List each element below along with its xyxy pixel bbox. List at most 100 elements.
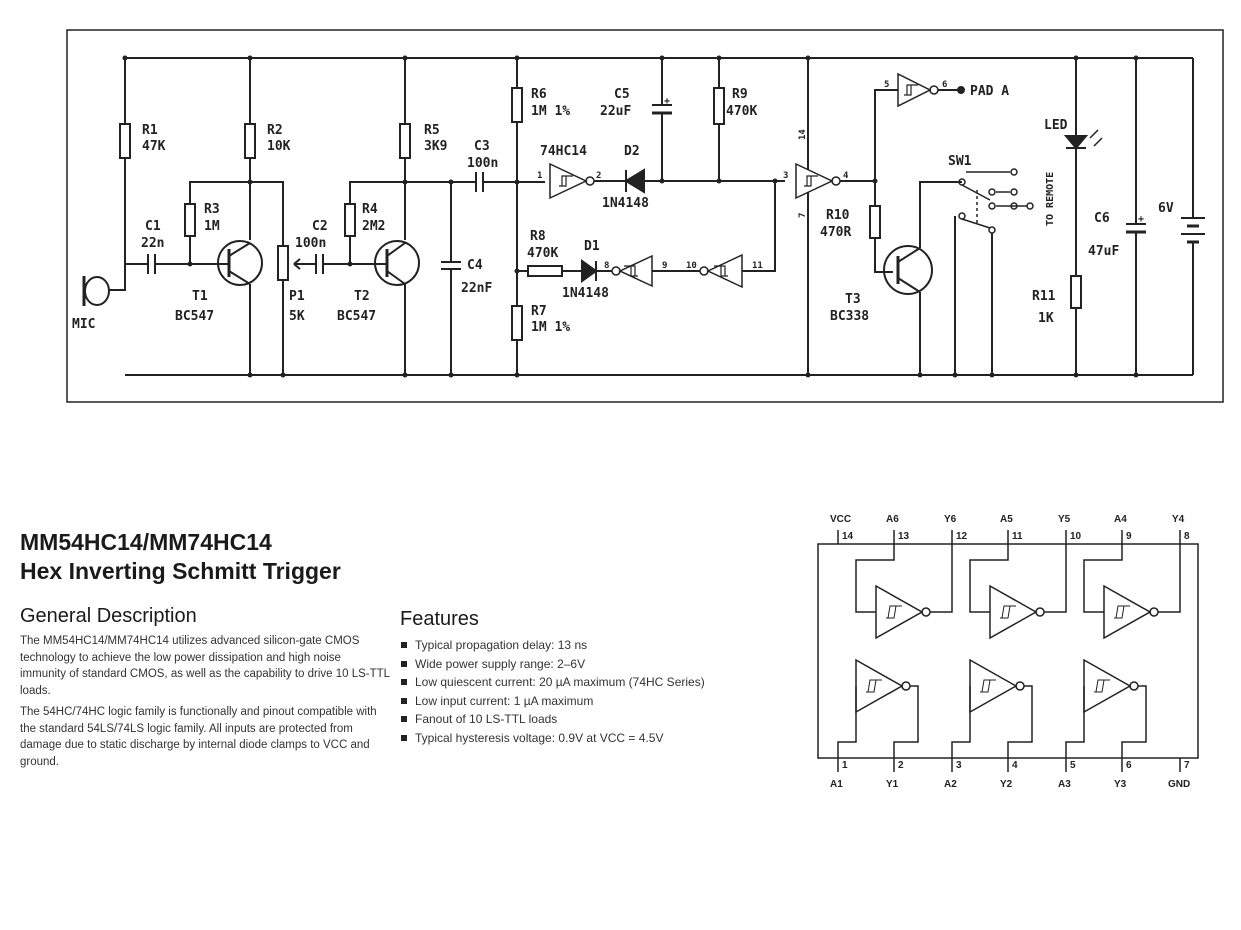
features-heading: Features (400, 608, 479, 630)
to-remote-label: TO REMOTE (1045, 172, 1056, 226)
r5-label: R5 (424, 123, 440, 138)
c1-value: 22n (141, 236, 164, 251)
pin-number: 1 (537, 171, 542, 181)
t2-label: T2 (354, 289, 370, 304)
d2-label: D2 (624, 144, 640, 159)
pin-num: 9 (1126, 531, 1132, 542)
feature-item: Wide power supply range: 2–6V (400, 655, 780, 674)
r7-value: 1M 1% (531, 320, 570, 335)
pin-name-a4: A4 (1114, 514, 1127, 525)
resistor-r11 (1070, 275, 1082, 309)
t2-value: BC547 (337, 309, 376, 324)
r4-value: 2M2 (362, 219, 385, 234)
r9-label: R9 (732, 87, 748, 102)
pin-name-y6: Y6 (944, 514, 957, 525)
c4-label: C4 (467, 258, 483, 273)
pin-num: 10 (1070, 531, 1082, 542)
resistor-r8 (527, 265, 563, 277)
pin-num: 4 (1012, 760, 1018, 771)
pin-num: 14 (842, 531, 854, 542)
r8-label: R8 (530, 229, 546, 244)
general-description-section: General Description The MM54HC14/MM74HC1… (20, 605, 390, 770)
r6-value: 1M 1% (531, 104, 570, 119)
transistor-t1 (217, 240, 263, 286)
battery-label: 6V (1158, 201, 1174, 216)
c4-value: 22nF (461, 281, 492, 296)
pin-num: 1 (842, 760, 848, 771)
general-paragraph-2: The 54HC/74HC logic family is functional… (20, 706, 377, 768)
r2-value: 10K (267, 139, 291, 154)
pin-name-y2: Y2 (1000, 779, 1013, 790)
pin-number: 11 (752, 261, 763, 271)
pin-name-y5: Y5 (1058, 514, 1071, 525)
c5-value: 22uF (600, 104, 631, 119)
r4-label: R4 (362, 202, 378, 217)
c5-label: C5 (614, 87, 630, 102)
diode-d2 (624, 168, 645, 194)
pin-name-y4: Y4 (1172, 514, 1185, 525)
resistor-r7 (511, 305, 523, 341)
r8-value: 470K (527, 246, 558, 261)
general-description-heading: General Description (20, 605, 197, 627)
t3-value: BC338 (830, 309, 869, 324)
feature-item: Fanout of 10 LS-TTL loads (400, 710, 780, 729)
features-section: Features Typical propagation delay: 13 n… (400, 608, 780, 747)
switch-sw1 (958, 168, 1034, 234)
schematic-diagram: + + MIC R1 47K R2 10K R3 1M C1 22n T1 BC… (66, 29, 1224, 403)
pin-name-vcc: VCC (830, 514, 851, 525)
d1-label: D1 (584, 239, 600, 254)
pin-num: 3 (956, 760, 962, 771)
gate-2 (969, 658, 1018, 714)
pin-name-a6: A6 (886, 514, 899, 525)
pin-number: 8 (604, 261, 609, 271)
inverter-gate-4 (795, 162, 834, 200)
svg-text:+: + (664, 96, 670, 107)
gate-6 (875, 584, 924, 640)
pin-num: 7 (1184, 760, 1190, 771)
pin-number: 14 (798, 129, 808, 140)
pin-num: 12 (956, 531, 968, 542)
resistor-r2 (244, 123, 256, 159)
pin-name-a3: A3 (1058, 779, 1071, 790)
feature-item: Low input current: 1 µA maximum (400, 692, 780, 711)
c3-value: 100n (467, 156, 498, 171)
inverter-gate-2 (618, 254, 653, 288)
led-label: LED (1044, 118, 1068, 133)
pin-number: 6 (942, 80, 947, 90)
c6-label: C6 (1094, 211, 1110, 226)
r6-label: R6 (531, 87, 547, 102)
r9-value: 470K (726, 104, 757, 119)
pin-number: 10 (686, 261, 697, 271)
pin-num: 2 (898, 760, 904, 771)
general-paragraph-1: The MM54HC14/MM74HC14 utilizes advanced … (20, 635, 390, 697)
resistor-r6 (511, 87, 523, 123)
c2-label: C2 (312, 219, 328, 234)
schematic-border (66, 29, 1224, 403)
r5-value: 3K9 (424, 139, 447, 154)
r11-value: 1K (1038, 311, 1054, 326)
pinout-diagram: VCC 14 A6 13 Y6 12 A5 11 Y5 10 A4 9 Y4 8… (817, 514, 1199, 790)
r3-label: R3 (204, 202, 220, 217)
pin-num: 6 (1126, 760, 1132, 771)
transistor-t2 (374, 240, 420, 286)
pad-a-dot (957, 86, 965, 94)
d1-value: 1N4148 (562, 286, 609, 301)
pin-number: 4 (843, 171, 849, 181)
c3-label: C3 (474, 139, 490, 154)
inverter-gate-1 (549, 162, 588, 200)
gate-1 (855, 658, 904, 714)
transistor-t3 (883, 245, 933, 295)
r3-value: 1M (204, 219, 220, 234)
ic-label: 74HC14 (540, 144, 587, 159)
p1-label: P1 (289, 289, 305, 304)
diode-d1 (581, 259, 598, 283)
resistor-r10 (869, 205, 881, 239)
pin-number: 9 (662, 261, 667, 271)
pin-name-a5: A5 (1000, 514, 1013, 525)
sw1-label: SW1 (948, 154, 972, 169)
r7-label: R7 (531, 304, 547, 319)
c1-label: C1 (145, 219, 161, 234)
p1-value: 5K (289, 309, 305, 324)
features-list: Typical propagation delay: 13 ns Wide po… (400, 636, 780, 747)
microphone-icon (84, 276, 110, 306)
